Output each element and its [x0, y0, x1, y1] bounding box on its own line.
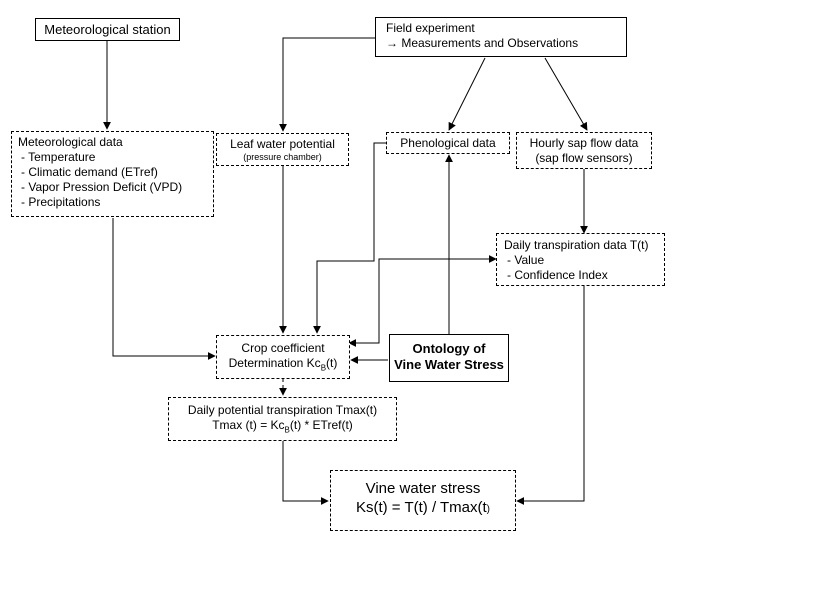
- meteorological-data-title: Meteorological data: [18, 135, 123, 149]
- arrow-phenological-to-crop: [313, 142, 386, 334]
- meteorological-station-label: Meteorological station: [44, 22, 171, 37]
- hourly-sap-flow-sensors: (sap flow sensors): [535, 151, 633, 165]
- potential-transpiration-formula: Tmax (t) = KcB(t) * ETref(t): [212, 418, 353, 435]
- crop-coefficient-box: Crop coefficient Determination KcB(t): [216, 335, 350, 379]
- meteorological-data-item: - Precipitations: [21, 195, 101, 209]
- arrow-field-to-leaf: [279, 37, 375, 132]
- hourly-sap-flow-box: Hourly sap flow data (sap flow sensors): [516, 132, 652, 169]
- leaf-water-potential-method: (pressure chamber): [243, 152, 322, 162]
- daily-transpiration-item: - Confidence Index: [507, 268, 608, 282]
- meteorological-data-item: - Climatic demand (ETref): [21, 165, 158, 179]
- phenological-data-box: Phenological data: [386, 132, 510, 154]
- meteorological-data-box: Meteorological data - Temperature - Clim…: [11, 131, 214, 217]
- vine-water-stress-title: Vine water stress: [365, 480, 481, 497]
- ontology-title: Ontology of: [412, 341, 486, 356]
- hourly-sap-flow-title: Hourly sap flow data: [529, 136, 639, 150]
- daily-transpiration-item: - Value: [507, 253, 545, 267]
- ontology-box: Ontology of Vine Water Stress: [389, 334, 509, 382]
- field-experiment-box: Field experiment → Measurements and Obse…: [375, 17, 627, 57]
- arrow-field-to-sapflow: [544, 57, 588, 131]
- daily-transpiration-box: Daily transpiration data T(t) - Value - …: [496, 233, 665, 286]
- arrow-field-to-phenological: [448, 57, 486, 131]
- crop-coefficient-title: Crop coefficient: [241, 341, 325, 355]
- field-experiment-title: Field experiment: [386, 21, 475, 35]
- meteorological-data-item: - Temperature: [21, 150, 96, 164]
- field-experiment-subtitle: → Measurements and Observations: [386, 36, 579, 50]
- meteorological-station-box: Meteorological station: [35, 18, 180, 41]
- arrow-potential-to-vinestress: [282, 441, 329, 505]
- arrow-metdata-to-crop: [112, 218, 216, 360]
- leaf-water-potential-title: Leaf water potential: [230, 137, 335, 151]
- arrow-dailytransp-to-vinestress: [516, 286, 585, 505]
- leaf-water-potential-box: Leaf water potential (pressure chamber): [216, 133, 349, 166]
- vine-water-stress-formula: Ks(t) = T(t) / Tmax(t): [355, 499, 491, 516]
- phenological-data-label: Phenological data: [400, 136, 496, 150]
- ontology-subtitle: Vine Water Stress: [394, 357, 504, 372]
- crop-coefficient-formula: Determination KcB(t): [228, 356, 338, 373]
- daily-transpiration-title: Daily transpiration data T(t): [504, 238, 649, 252]
- vine-water-stress-box: Vine water stress Ks(t) = T(t) / Tmax(t): [330, 470, 516, 531]
- potential-transpiration-title: Daily potential transpiration Tmax(t): [187, 403, 378, 417]
- potential-transpiration-box: Daily potential transpiration Tmax(t) Tm…: [168, 397, 397, 441]
- meteorological-data-item: - Vapor Pression Deficit (VPD): [21, 180, 183, 194]
- arrow-crop-dailytransp-bidirectional: [348, 255, 497, 347]
